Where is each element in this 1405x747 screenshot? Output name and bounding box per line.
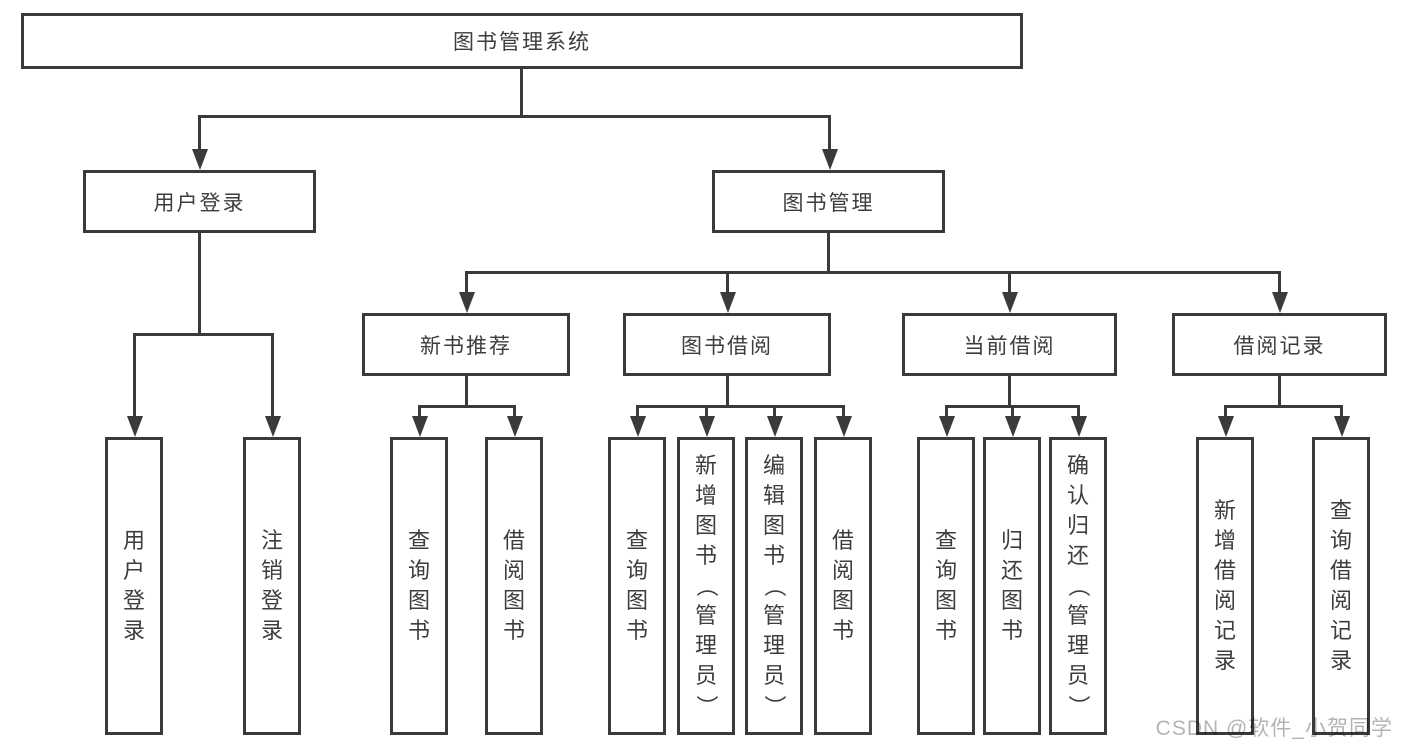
leaf-record-query-borrow-record-label: 查询借阅记录 [1329,498,1352,673]
node-borrow-record-label: 借阅记录 [1233,334,1326,358]
leaf-borrow-query-books-label: 查询图书 [625,528,648,643]
connector-line [134,333,274,336]
leaf-recommend-query-books-label: 查询图书 [407,528,430,643]
connector-arrow [191,115,208,170]
leaf-recommend-query-books: 查询图书 [390,437,448,735]
connector-line [636,405,845,408]
leaf-record-add-borrow-record: 新增借阅记录 [1196,437,1254,735]
leaf-current-confirm-return-admin: 确认归还（管理员） [1049,437,1107,735]
node-current-borrow: 当前借阅 [902,313,1117,376]
connector-arrow [1070,405,1087,437]
leaf-recommend-borrow-books-label: 借阅图书 [502,528,525,643]
leaf-record-add-borrow-record-label: 新增借阅记录 [1213,498,1236,673]
connector-arrow [506,405,523,437]
connector-line [465,376,468,408]
leaf-current-return-books: 归还图书 [983,437,1041,735]
node-book-management-label: 图书管理 [782,191,875,215]
connector-arrow [821,115,838,170]
connector-line [418,405,516,408]
leaf-borrow-borrow-books-label: 借阅图书 [831,528,854,643]
connector-arrow [835,405,852,437]
connector-arrow [264,333,281,437]
connector-arrow [1271,271,1288,313]
connector-line [465,271,1281,274]
leaf-recommend-borrow-books: 借阅图书 [485,437,543,735]
leaf-user-login: 用户登录 [105,437,163,735]
leaf-record-query-borrow-record: 查询借阅记录 [1312,437,1370,735]
node-new-book-recommend: 新书推荐 [362,313,570,376]
leaf-borrow-query-books: 查询图书 [608,437,666,735]
connector-line [1008,376,1011,408]
connector-line [1278,376,1281,408]
connector-arrow [1004,405,1021,437]
connector-arrow [719,271,736,313]
connector-arrow [126,333,143,437]
node-borrow-record: 借阅记录 [1172,313,1387,376]
leaf-user-login-label: 用户登录 [122,528,145,643]
leaf-current-return-books-label: 归还图书 [1000,528,1023,643]
node-user-login: 用户登录 [83,170,316,233]
connector-line [198,233,201,336]
connector-arrow [458,271,475,313]
connector-arrow [411,405,428,437]
node-book-borrow-label: 图书借阅 [681,334,773,358]
leaf-borrow-edit-books-admin-label: 编辑图书（管理员） [762,453,787,717]
node-current-borrow-label: 当前借阅 [963,334,1056,358]
leaf-borrow-add-books-admin-label: 新增图书（管理员） [694,453,719,717]
leaf-borrow-borrow-books: 借阅图书 [814,437,872,735]
leaf-borrow-edit-books-admin: 编辑图书（管理员） [745,437,803,735]
node-root: 图书管理系统 [21,13,1023,69]
connector-line [198,115,830,118]
leaf-logout: 注销登录 [243,437,301,735]
connector-arrow [938,405,955,437]
leaf-current-query-books-label: 查询图书 [934,528,957,643]
connector-line [827,233,830,274]
leaf-logout-label: 注销登录 [260,528,283,643]
connector-arrow [1001,271,1018,313]
leaf-current-query-books: 查询图书 [917,437,975,735]
node-book-management: 图书管理 [712,170,945,233]
leaf-borrow-add-books-admin: 新增图书（管理员） [677,437,735,735]
node-book-borrow: 图书借阅 [623,313,831,376]
connector-line [520,69,523,117]
connector-arrow [629,405,646,437]
watermark: CSDN @软件_小贺同学 [1155,717,1393,740]
connector-line [1224,405,1343,408]
connector-line [726,376,729,408]
connector-arrow [1217,405,1234,437]
connector-arrow [698,405,715,437]
leaf-current-confirm-return-admin-label: 确认归还（管理员） [1066,453,1091,717]
connector-arrow [1333,405,1350,437]
connector-arrow [766,405,783,437]
node-new-book-recommend-label: 新书推荐 [420,334,512,358]
node-root-label: 图书管理系统 [453,31,591,54]
node-user-login-label: 用户登录 [153,191,246,215]
